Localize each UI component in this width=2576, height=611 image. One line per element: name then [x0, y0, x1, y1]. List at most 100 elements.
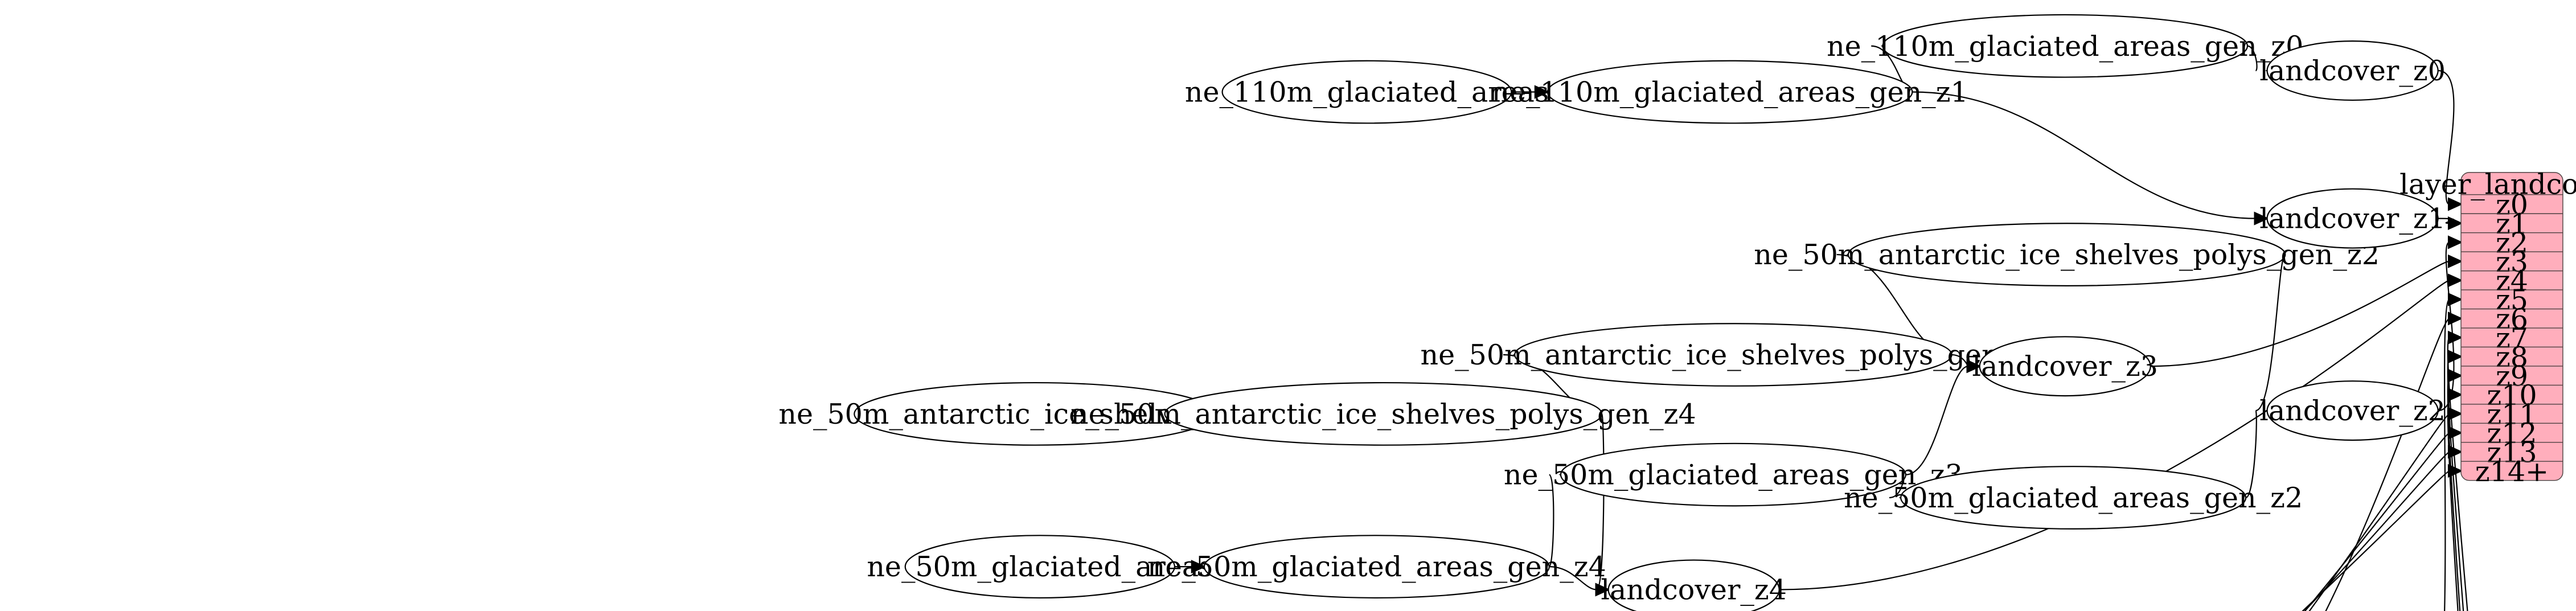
node-label: ne_50m_antarctic_ice_shelves_polys_gen_z…: [1421, 338, 2046, 371]
node-label: ne_110m_glaciated_areas: [1185, 76, 1549, 109]
table-background: [2461, 173, 2563, 481]
edge-ne_50m_antarctic_ice_shelves_polys_gen_z2-to-landcover_z2: [2255, 255, 2285, 411]
edges-layer: [76, 39, 2496, 611]
node-ne_110m_glaciated_areas[interactable]: ne_110m_glaciated_areas: [1185, 61, 1549, 124]
layer-landcover-table: layer_landcoverz0z1z2z3z4z5z6z7z8z9z10z1…: [2399, 167, 2576, 487]
node-ne_50m_antarctic_ice_shelves_polys_gen_z4[interactable]: ne_50m_antarctic_ice_shelves_polys_gen_z…: [1070, 383, 1696, 445]
node-ne_50m_antarctic_ice_shelves_polys_gen_z3[interactable]: ne_50m_antarctic_ice_shelves_polys_gen_z…: [1421, 323, 2046, 386]
edge-ne_110m_glaciated_areas_gen_z0-to-landcover_z0: [2247, 46, 2257, 71]
edge-landcover_z0-to-z0: [2438, 71, 2454, 204]
edge-ne_50m_glaciated_areas_gen_z4-to-ne_50m_glaciated_areas_gen_z3: [1549, 475, 1554, 567]
edge-osm_landcover_gen_z9-to-z9: [2448, 376, 2493, 611]
table-row-z4[interactable]: z4: [2461, 264, 2563, 297]
edge-landcover_z2-to-z2: [2438, 242, 2454, 411]
edge-osm_landcover_gen_z7-to-z7: [2448, 338, 2493, 611]
node-ne_110m_glaciated_areas_gen_z0[interactable]: ne_110m_glaciated_areas_gen_z0: [1827, 15, 2303, 77]
table-row-z5[interactable]: z5: [2461, 284, 2563, 317]
node-shape: [1548, 61, 1913, 124]
edge-ne_50m_antarctic_ice_shelves_polys_gen_z4-to-landcover_z4: [1597, 414, 1603, 590]
node-shape: [1901, 466, 2246, 529]
node-ne_50m_glaciated_areas_gen_z2[interactable]: ne_50m_glaciated_areas_gen_z2: [1844, 466, 2303, 529]
node-shape: [1165, 383, 1602, 445]
node-landcover_z0[interactable]: landcover_z0: [2259, 41, 2446, 100]
table-row-z2[interactable]: z2: [2461, 226, 2563, 259]
table-row-label: z8: [2496, 341, 2528, 374]
table-row-z13[interactable]: z13: [2461, 436, 2563, 469]
node-landcover_z3[interactable]: landcover_z3: [1972, 337, 2158, 396]
arrowhead: [2447, 216, 2463, 231]
table-row-z14+[interactable]: z14+: [2461, 455, 2563, 488]
node-shape: [1980, 337, 2151, 396]
table-row-label: z4: [2496, 264, 2528, 297]
table-row-z11[interactable]: z11: [2461, 397, 2563, 430]
arrowhead: [1534, 85, 1550, 99]
edge-osm_landcover_gen_z11-to-z11: [1178, 414, 2450, 611]
node-label: ne_110m_glaciated_areas_gen_z0: [1827, 30, 2303, 63]
node-label: ne_50m_antarctic_ice_shelves_polys_gen_z…: [1754, 238, 2380, 271]
node-label: landcover_z3: [1972, 350, 2158, 383]
node-ne_50m_glaciated_areas_gen_z4[interactable]: ne_50m_glaciated_areas_gen_z4: [1147, 535, 1606, 598]
node-shape: [1882, 15, 2247, 77]
table-row-z7[interactable]: z7: [2461, 322, 2563, 355]
arrowhead: [2447, 330, 2463, 345]
node-shape: [1848, 223, 2285, 286]
node-shape: [1561, 444, 1906, 506]
table-row-z3[interactable]: z3: [2461, 245, 2563, 278]
arrowhead: [2447, 350, 2463, 364]
table-row-label: z7: [2496, 322, 2528, 355]
node-shape: [1204, 535, 1549, 598]
table-row-label: z3: [2496, 245, 2528, 278]
table-row-label: z10: [2487, 379, 2537, 412]
node-label: ne_50m_glaciated_areas: [867, 550, 1213, 583]
node-label: ne_50m_glaciated_areas_gen_z3: [1504, 458, 1963, 491]
edge-osm_landcover_gen_z13-to-z13: [702, 452, 2450, 611]
table-row-z9[interactable]: z9: [2461, 360, 2563, 393]
arrowhead: [1191, 560, 1207, 574]
node-ne_110m_glaciated_areas_gen_z1[interactable]: ne_110m_glaciated_areas_gen_z1: [1491, 61, 1968, 124]
node-label: landcover_z2: [2259, 394, 2446, 427]
edge-landcover_z4-to-z4: [1779, 280, 2450, 589]
node-ne_50m_glaciated_areas_gen_z3[interactable]: ne_50m_glaciated_areas_gen_z3: [1504, 444, 1963, 506]
nodes-layer: imposm3osm_landcover_polygonsimplify_vw_…: [778, 15, 2446, 611]
table-row-label: z12: [2487, 417, 2537, 450]
edge-osm_landcover_gen_z12-to-z12: [930, 433, 2450, 611]
table-row-label: z1: [2496, 207, 2528, 240]
edge-ne_50m_glaciated_areas_gen_z3-to-landcover_z3: [1906, 366, 1968, 474]
node-label: ne_50m_glaciated_areas_gen_z4: [1147, 550, 1606, 583]
table-row-label: z9: [2496, 360, 2528, 393]
table-row-z10[interactable]: z10: [2461, 379, 2563, 412]
table-row-label: z6: [2496, 302, 2528, 335]
node-label: ne_50m_glaciated_areas_gen_z2: [1844, 481, 2303, 514]
node-ne_50m_antarctic_ice_shelves_polys_gen_z2[interactable]: ne_50m_antarctic_ice_shelves_polys_gen_z…: [1754, 223, 2380, 286]
table-row-label: z11: [2487, 397, 2537, 430]
node-landcover_z2[interactable]: landcover_z2: [2259, 381, 2446, 440]
table-row-z12[interactable]: z12: [2461, 417, 2563, 450]
node-shape: [2267, 381, 2438, 440]
table-row-z0[interactable]: z0: [2461, 188, 2563, 221]
table-header-label: layer_landcover: [2399, 167, 2576, 200]
node-landcover_z4[interactable]: landcover_z4: [1601, 560, 1787, 611]
node-landcover_z1[interactable]: landcover_z1: [2259, 189, 2446, 248]
arrowhead: [1966, 359, 1982, 374]
arrowhead: [2447, 197, 2463, 211]
table-row-label: z2: [2496, 226, 2528, 259]
arrowhead: [2447, 254, 2463, 268]
table-row-z6[interactable]: z6: [2461, 302, 2563, 335]
edge-ne_50m_glaciated_areas_gen_z4-to-landcover_z4: [1549, 567, 1597, 589]
table-row-label: z13: [2487, 436, 2537, 469]
node-label: landcover_z0: [2259, 54, 2446, 87]
node-ne_50m_glaciated_areas[interactable]: ne_50m_glaciated_areas: [867, 535, 1213, 598]
node-label: ne_110m_glaciated_areas_gen_z1: [1491, 76, 1968, 109]
table-row-z8[interactable]: z8: [2461, 341, 2563, 374]
edge-ne_110m_glaciated_areas_gen_z1-to-landcover_z1: [1912, 92, 2255, 219]
edge-osm_landcover_gen_z10-to-z10: [2448, 395, 2496, 611]
node-shape: [1223, 61, 1512, 124]
table-row-z1[interactable]: z1: [2461, 207, 2563, 240]
edge-osm_landcover_polygon-to-z14+: [343, 471, 2450, 611]
arrowhead: [2447, 235, 2463, 249]
node-shape: [1609, 560, 1779, 611]
arrowhead: [1595, 583, 1611, 597]
node-label: landcover_z4: [1601, 573, 1787, 606]
